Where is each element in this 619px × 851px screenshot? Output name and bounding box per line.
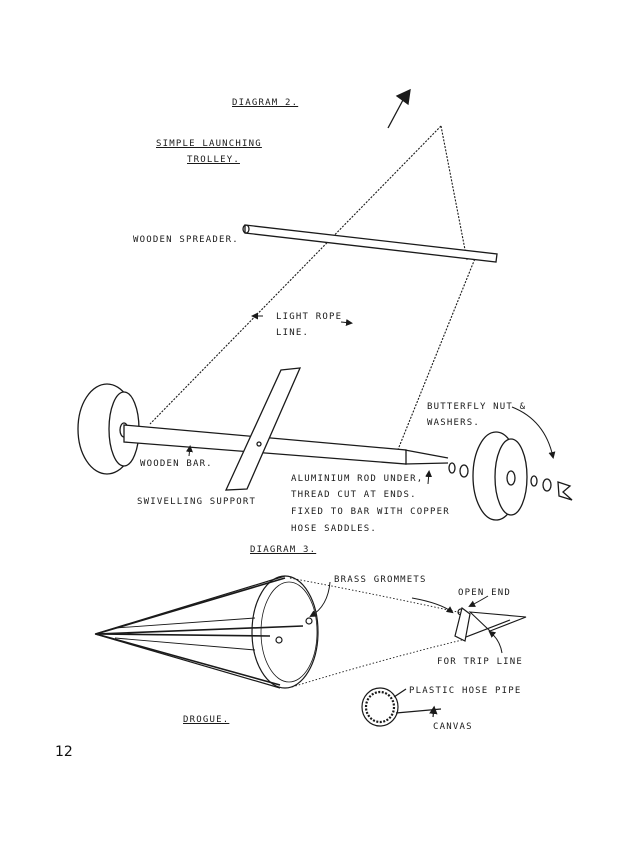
trolley-drawing: [77, 88, 573, 521]
brass-grommets-label: BRASS GROMMETS: [334, 575, 427, 585]
swivelling-support: [224, 367, 302, 491]
rope-line: [149, 125, 477, 453]
diagram3-title: DIAGRAM 3.: [250, 545, 317, 555]
open-end-label: OPEN END: [458, 588, 511, 598]
hose-pipe-detail: [361, 687, 442, 727]
wooden-bar-label: WOODEN BAR.: [140, 459, 213, 469]
drogue-drawing: [94, 575, 527, 727]
drogue-mouth: [251, 575, 319, 689]
canvas-label: CANVAS: [433, 722, 473, 732]
light-rope-label-line2: LINE.: [276, 328, 310, 338]
swivelling-support-label: SWIVELLING SUPPORT: [137, 497, 257, 507]
diagram2-title: DIAGRAM 2.: [232, 98, 299, 108]
open-end: [454, 606, 527, 642]
rigging-lines: [95, 577, 304, 686]
wooden-spreader-label: WOODEN SPREADER.: [133, 235, 239, 245]
aluminium-rod-label-line2: THREAD CUT AT ENDS.: [291, 490, 417, 500]
butterfly-nut-label-line1: BUTTERFLY NUT &: [427, 402, 527, 412]
direction-arrow: [387, 88, 411, 129]
diagram2-subtitle-line2: TROLLEY.: [187, 155, 240, 165]
right-wheel: [472, 431, 528, 521]
brass-grommets: [275, 608, 465, 644]
plastic-hose-pipe-label: PLASTIC HOSE PIPE: [409, 686, 522, 696]
callout-leaders: [309, 581, 503, 654]
leader-arrows: [185, 312, 556, 485]
drogue-caption: DROGUE.: [183, 715, 230, 725]
butterfly-nut-label-line2: WASHERS.: [427, 418, 480, 428]
diagram2-subtitle-line1: SIMPLE LAUNCHING: [156, 139, 262, 149]
page-number: 12: [55, 744, 73, 760]
aluminium-rod-label-line1: ALUMINIUM ROD UNDER,: [291, 474, 424, 484]
light-rope-label-line1: LIGHT ROPE: [276, 312, 343, 322]
trip-line-label: FOR TRIP LINE: [437, 657, 524, 667]
aluminium-rod-label-line3: FIXED TO BAR WITH COPPER: [291, 507, 450, 517]
aluminium-rod-label-line4: HOSE SADDLES.: [291, 524, 378, 534]
washers: [448, 462, 573, 501]
wooden-spreader: [242, 224, 498, 263]
